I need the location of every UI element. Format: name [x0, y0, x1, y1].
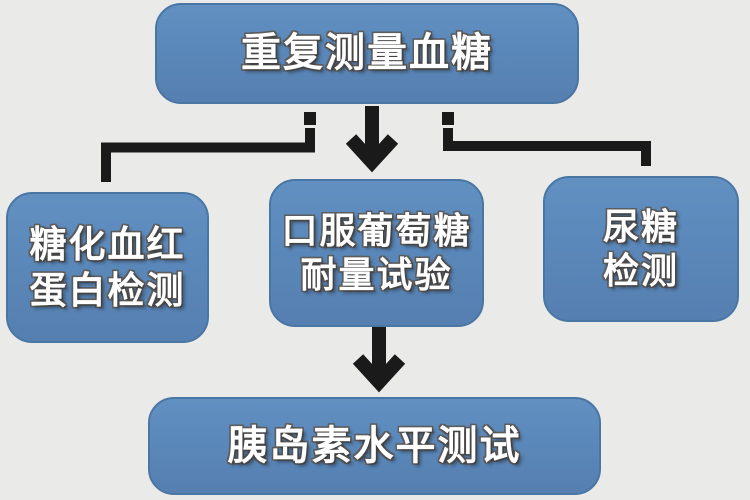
node-glycated-hemoglobin-test: 糖化血红 蛋白检测 — [6, 192, 209, 343]
connector-top-to-right — [442, 112, 651, 166]
node-label-line1: 尿糖 — [602, 206, 679, 248]
node-insulin-level-test: 胰岛素水平测试 — [148, 397, 601, 495]
connector-dash — [304, 112, 316, 125]
node-label: 重复测量血糖 — [241, 31, 493, 76]
node-oral-glucose-tolerance-test: 口服葡萄糖 耐量试验 — [269, 179, 484, 327]
node-label: 胰岛素水平测试 — [227, 423, 522, 468]
arrow-down-icon — [352, 326, 406, 393]
connector-dash — [442, 112, 454, 125]
node-repeat-blood-glucose-measure: 重复测量血糖 — [155, 3, 579, 104]
node-label-line1: 口服葡萄糖 — [281, 210, 472, 252]
node-label-line2: 耐量试验 — [300, 254, 453, 295]
arrow-down-icon — [345, 106, 399, 173]
node-label-line2: 检测 — [602, 250, 679, 291]
node-label-line2: 蛋白检测 — [29, 269, 186, 311]
node-label-line1: 糖化血红 — [29, 224, 186, 266]
connector-top-to-left — [101, 112, 316, 182]
node-urine-glucose-test: 尿糖 检测 — [543, 176, 739, 322]
